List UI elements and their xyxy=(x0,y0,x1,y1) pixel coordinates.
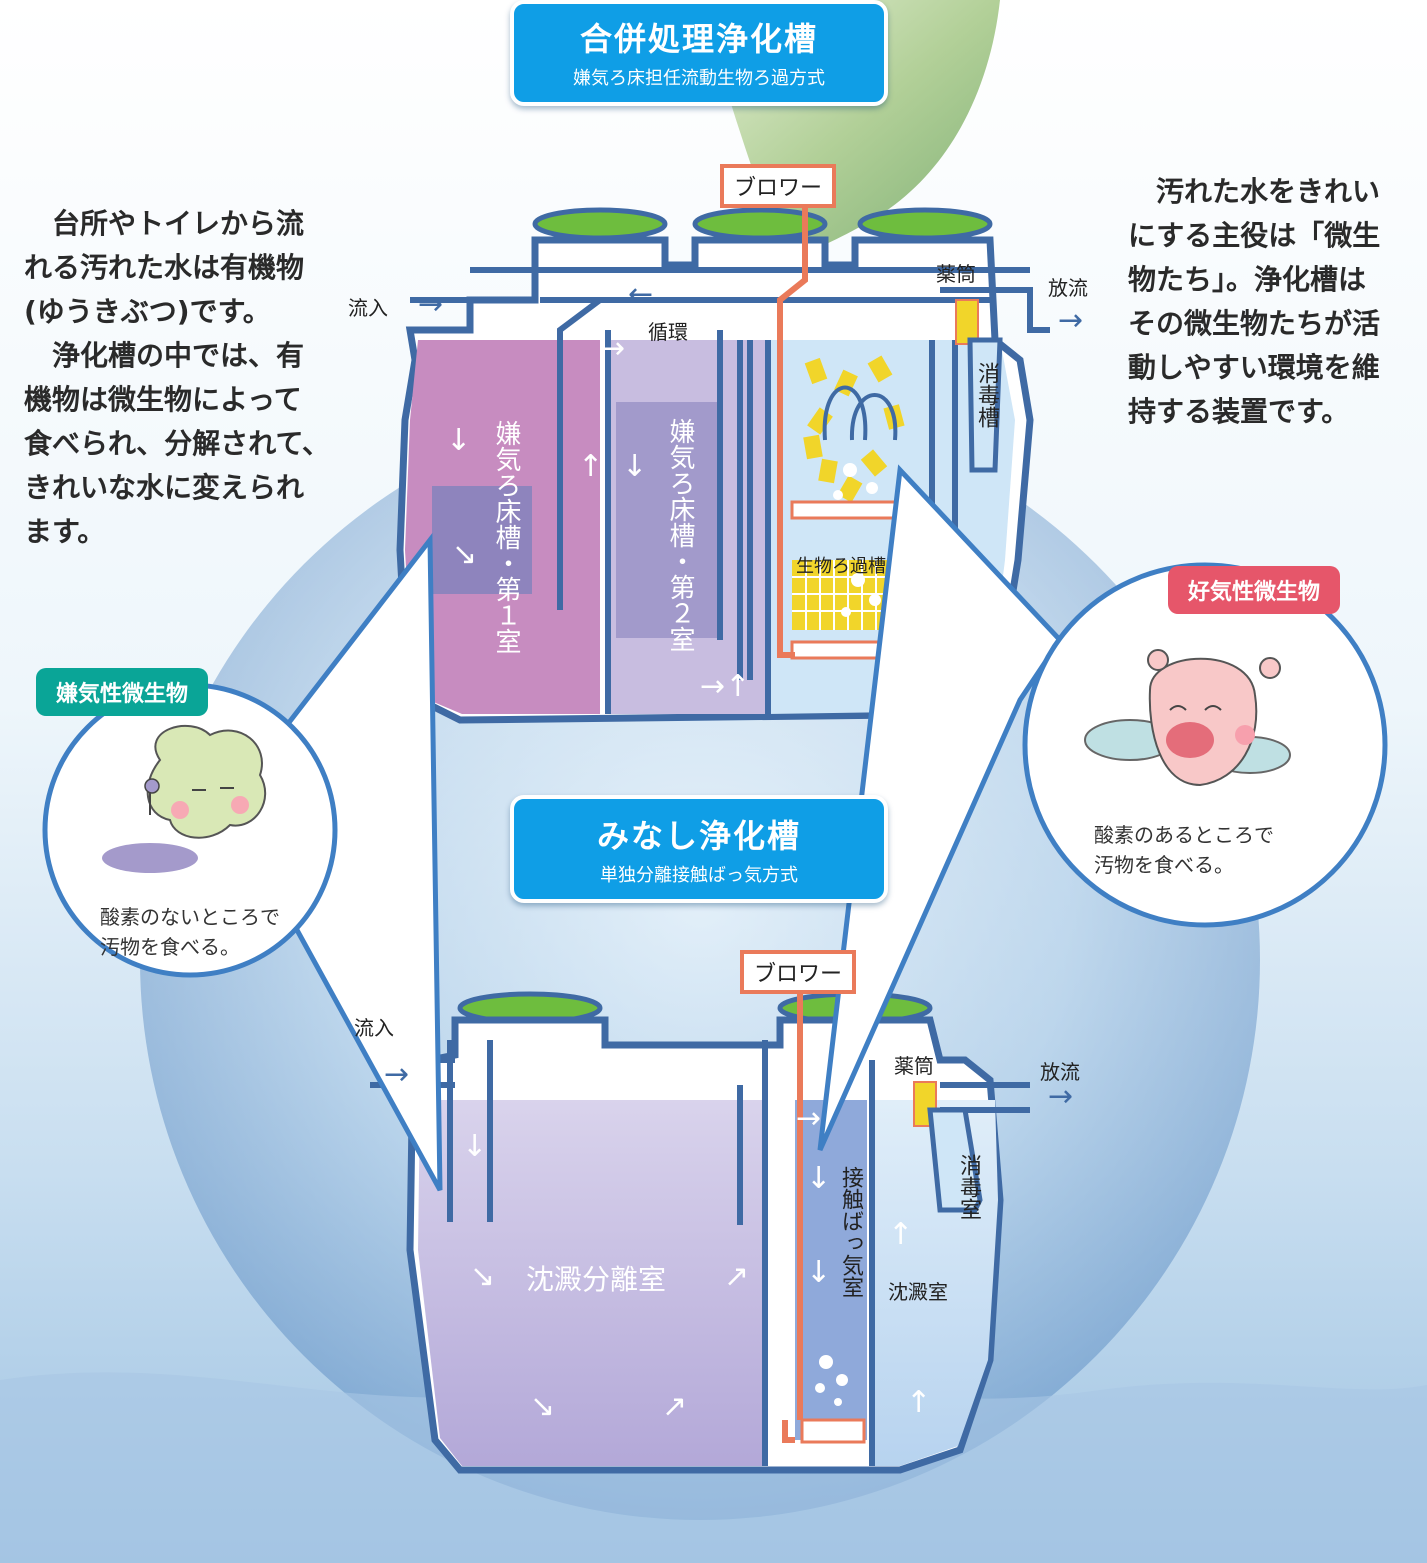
manhole-lid-3 xyxy=(857,207,993,241)
aerobic-character-icon xyxy=(1084,649,1291,787)
carrier-media xyxy=(803,355,905,503)
air-bubbles xyxy=(833,463,881,617)
right-up-arrow-icon: →↑ xyxy=(700,669,751,704)
top-inflow-label: 流入 xyxy=(348,296,388,320)
chem-tube-icon xyxy=(955,299,979,345)
right-arrow-icon: → xyxy=(900,669,926,704)
diffuser xyxy=(800,1418,866,1444)
outflow-arrow-icon: → xyxy=(1058,303,1084,338)
anaerobic-badge: 嫌気性微生物 xyxy=(36,668,209,716)
up-arrow-icon: ↑ xyxy=(906,1385,932,1420)
up-arrow-icon: ↑ xyxy=(888,1217,914,1252)
down-arrow-icon: ↓ xyxy=(462,1129,488,1164)
chamber2-media xyxy=(616,402,720,638)
down-arrow-icon: ↓ xyxy=(806,1255,832,1290)
outflow-arrow-icon: → xyxy=(1048,1079,1074,1114)
down-right-arrow-icon: ↘ xyxy=(470,1259,496,1294)
bottom-outflow-label: 放流 xyxy=(1040,1060,1080,1084)
aerobic-pointer xyxy=(817,464,1064,1152)
inflow-arrow-icon: → xyxy=(418,287,444,322)
right-arrow-icon: → xyxy=(600,331,626,366)
down-arrow-icon: ↓ xyxy=(622,449,648,484)
up-right-arrow-icon: ↗ xyxy=(724,1259,750,1294)
top-chem-tube-label: 薬筒 xyxy=(936,262,976,286)
bottom-title: みなし浄化槽 xyxy=(596,817,801,855)
up-right-arrow-icon: ↗ xyxy=(662,1389,688,1424)
top-subtitle: 嫌気ろ床担任流動生物ろ過方式 xyxy=(573,68,825,89)
top-title-box: 合併処理浄化槽 嫌気ろ床担任流動生物ろ過方式 xyxy=(510,0,888,106)
top-title: 合併処理浄化槽 xyxy=(579,20,818,58)
filter-tank-label: 生物ろ過槽 xyxy=(796,556,886,577)
bottom-inflow-label: 流入 xyxy=(354,1016,394,1040)
circulation-label: 循環 xyxy=(648,320,688,344)
disinfection-room-label: 消毒室 xyxy=(956,1154,981,1220)
bottom-blower-label: ブロワー xyxy=(740,950,857,994)
aerobic-description: 酸素のあるところで 汚物を食べる。 xyxy=(1094,823,1274,877)
disinfection-tank-label: 消毒槽 xyxy=(974,362,999,428)
circulation-arc xyxy=(822,385,898,441)
left-description: 台所やトイレから流 れる汚れた水は有機物 (ゆうきぶつ)です。 浄化槽の中では、… xyxy=(24,207,331,548)
blower-pipe xyxy=(777,205,808,658)
anaerobic-character-icon xyxy=(102,725,267,873)
circulation-arrow-icon: ← xyxy=(628,277,654,312)
manhole-lid-1 xyxy=(532,207,668,241)
aerobic-badge: 好気性微生物 xyxy=(1168,566,1341,614)
sediment-water xyxy=(418,1100,765,1466)
aeration-media xyxy=(795,1100,867,1440)
sediment-separation-label: 沈澱分離室 xyxy=(526,1263,667,1296)
down-right-arrow-icon: ↘ xyxy=(530,1389,556,1424)
settling-room-label: 沈澱室 xyxy=(888,1280,948,1304)
disinfection-tank xyxy=(967,337,1003,473)
down-right-arrow-icon: ↘ xyxy=(452,537,478,572)
top-blower-label: ブロワー xyxy=(720,164,837,208)
down-arrow-icon: ↓ xyxy=(446,423,472,458)
blower-pipe-bottom xyxy=(782,990,803,1443)
bottom-title-box: みなし浄化槽 単独分離接触ばっ気方式 xyxy=(510,795,888,903)
chamber1-label: 嫌気ろ床槽・第１室 xyxy=(491,420,521,654)
top-outflow-label: 放流 xyxy=(1048,276,1088,300)
anaerobic-description: 酸素のないところで 汚物を食べる。 xyxy=(100,905,280,959)
disinfection-room xyxy=(927,1107,983,1213)
chamber1-media xyxy=(432,486,532,594)
up-right-arrow-icon: ↗ xyxy=(948,573,974,608)
aeration-bubbles xyxy=(815,1355,848,1406)
down-arrow-icon: ↓ xyxy=(806,1161,832,1196)
contact-aeration-label: 接触ばっ気室 xyxy=(838,1166,863,1298)
bottom-tank xyxy=(370,990,1030,1474)
bottom-chem-tube-label: 薬筒 xyxy=(894,1054,934,1078)
filter-plate-upper xyxy=(790,500,906,520)
right-description: 汚れた水をきれい にする主役は「微生 物たち」。浄化槽は その微生物たちが活 動… xyxy=(1128,175,1381,428)
right-arrow-icon: → xyxy=(796,1101,822,1136)
bottom-subtitle: 単独分離接触ばっ気方式 xyxy=(600,865,798,886)
inflow-arrow-icon: → xyxy=(384,1057,410,1092)
chamber2-label: 嫌気ろ床槽・第２室 xyxy=(665,418,695,652)
up-arrow-icon: ↑ xyxy=(578,449,604,484)
